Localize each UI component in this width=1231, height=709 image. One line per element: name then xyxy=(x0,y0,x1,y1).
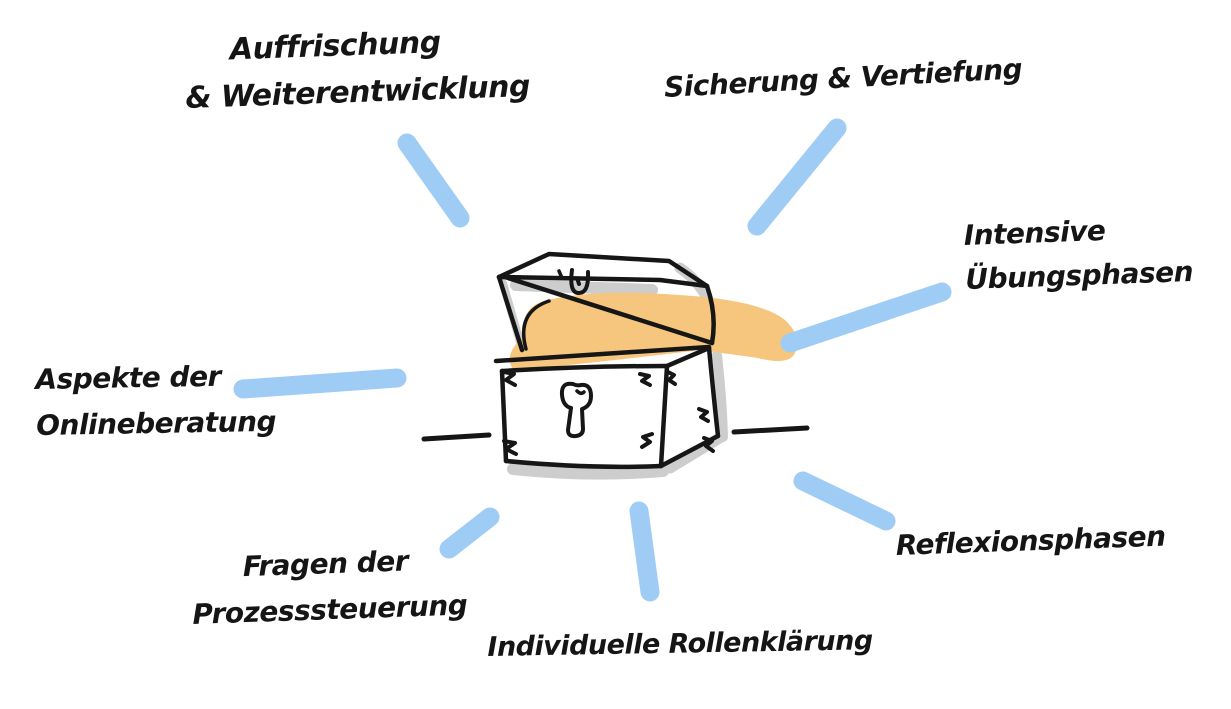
label-reflexionsphasen: Reflexionsphasen xyxy=(895,515,1166,568)
label-fragen-prozesssteuerung: Fragen der Prozesssteuerung xyxy=(190,536,468,638)
label-line: Onlineberatung xyxy=(35,404,277,442)
ray-right xyxy=(780,282,952,353)
label-line: Reflexionsphasen xyxy=(895,519,1167,562)
ray-bottom-center xyxy=(629,501,660,602)
label-line: Aspekte der xyxy=(35,359,222,396)
label-line: Individuelle Rollenklärung xyxy=(487,625,873,663)
label-intensive-uebungsphasen: Intensive Übungsphasen xyxy=(963,206,1194,302)
rays xyxy=(233,118,952,602)
dash-left xyxy=(421,432,492,442)
ray-left xyxy=(233,368,407,399)
label-auffrischung-weiterentwicklung: Auffrischung & Weiterentwicklung xyxy=(183,16,531,122)
label-aspekte-onlineberatung: Aspekte der Onlineberatung xyxy=(35,353,276,449)
chest-glow xyxy=(509,292,798,370)
ray-top-left xyxy=(397,133,470,228)
label-line: Fragen der xyxy=(242,544,409,584)
label-line: Intensive xyxy=(963,214,1106,252)
label-individuelle-rollenklaerung: Individuelle Rollenklärung xyxy=(487,619,873,670)
ray-bottom-left xyxy=(439,507,500,559)
treasure-chest-icon xyxy=(421,251,810,470)
ray-top-right xyxy=(747,118,847,236)
label-line: Übungsphasen xyxy=(964,255,1194,296)
dash-right xyxy=(731,425,810,435)
label-line: Prozesssteuerung xyxy=(191,588,468,631)
ray-bottom-right xyxy=(793,471,896,531)
